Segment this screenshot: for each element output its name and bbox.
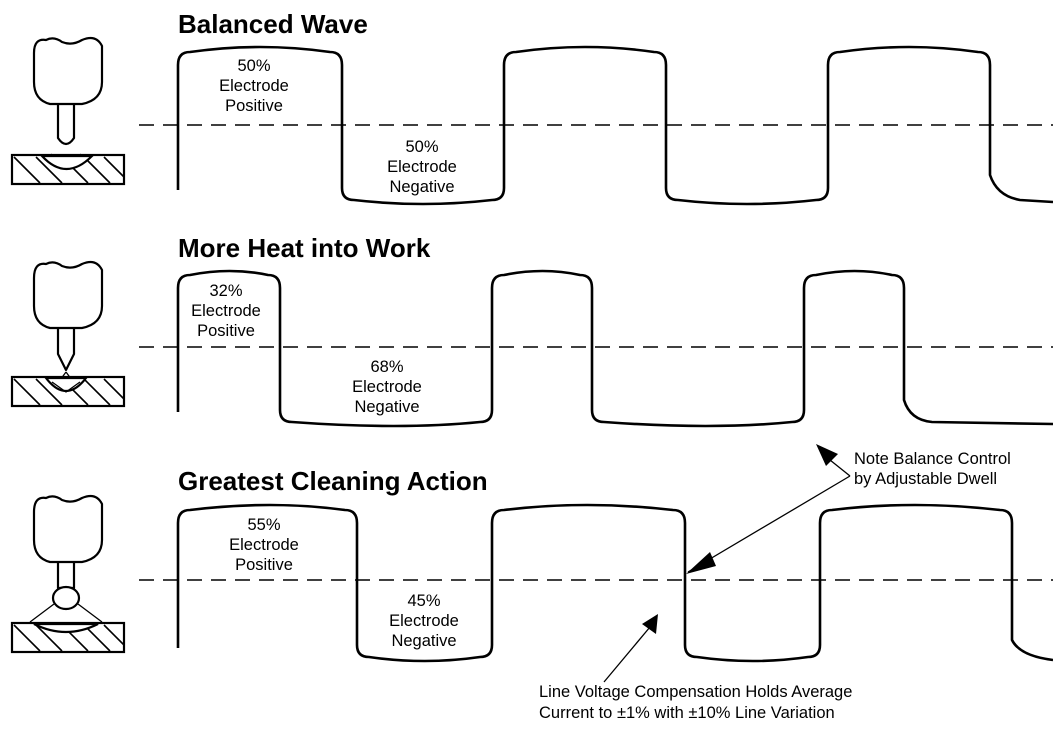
positive-line2: Positive: [235, 556, 293, 574]
positive-percent: 50%: [237, 57, 270, 75]
negative-line2: Negative: [389, 178, 454, 196]
positive-line2: Positive: [197, 322, 255, 340]
positive-label: 55% Electrode Positive: [229, 516, 299, 574]
panel-balanced-wave: Balanced Wave 50% Electrode Positive 50%…: [10, 9, 1053, 206]
arrowhead: [816, 444, 838, 466]
panel-more-heat: More Heat into Work 32% Electrode Positi…: [10, 233, 1053, 428]
negative-percent: 68%: [370, 358, 403, 376]
leader-line: [603, 626, 651, 683]
positive-percent: 32%: [209, 282, 242, 300]
negative-percent: 45%: [407, 592, 440, 610]
negative-label: 68% Electrode Negative: [352, 358, 422, 416]
torch-icon: [10, 260, 126, 408]
negative-line1: Electrode: [352, 378, 422, 396]
compensation-note: Line Voltage Compensation Holds Average …: [539, 614, 852, 722]
positive-label: 50% Electrode Positive: [219, 57, 289, 115]
panel-title: More Heat into Work: [178, 233, 431, 263]
positive-line1: Electrode: [229, 536, 299, 554]
torch-icon: [10, 494, 126, 654]
balance-note: Note Balance Control by Adjustable Dwell: [686, 444, 1011, 574]
leader-line: [829, 459, 851, 477]
positive-line1: Electrode: [191, 302, 261, 320]
negative-line1: Electrode: [389, 612, 459, 630]
waveform: [176, 269, 1053, 428]
negative-line2: Negative: [391, 632, 456, 650]
arrowhead: [686, 552, 716, 574]
leader-line: [687, 475, 851, 573]
negative-line2: Negative: [354, 398, 419, 416]
negative-label: 50% Electrode Negative: [387, 138, 457, 196]
compensation-note-line2: Current to ±1% with ±10% Line Variation: [539, 704, 835, 722]
balance-note-line1: Note Balance Control: [854, 450, 1011, 468]
torch-icon: [10, 36, 126, 186]
compensation-note-line1: Line Voltage Compensation Holds Average: [539, 683, 852, 701]
negative-percent: 50%: [405, 138, 438, 156]
waveform: [176, 503, 1053, 663]
positive-line1: Electrode: [219, 77, 289, 95]
negative-line1: Electrode: [387, 158, 457, 176]
waveform: [176, 45, 1053, 206]
panel-greatest-cleaning: Greatest Cleaning Action 55% Electrode P…: [10, 466, 1053, 663]
positive-percent: 55%: [247, 516, 280, 534]
panel-title: Greatest Cleaning Action: [178, 466, 488, 496]
panel-title: Balanced Wave: [178, 9, 368, 39]
positive-line2: Positive: [225, 97, 283, 115]
balance-note-line2: by Adjustable Dwell: [854, 470, 997, 488]
arrowhead: [642, 614, 658, 634]
positive-label: 32% Electrode Positive: [191, 282, 261, 340]
negative-label: 45% Electrode Negative: [389, 592, 459, 650]
